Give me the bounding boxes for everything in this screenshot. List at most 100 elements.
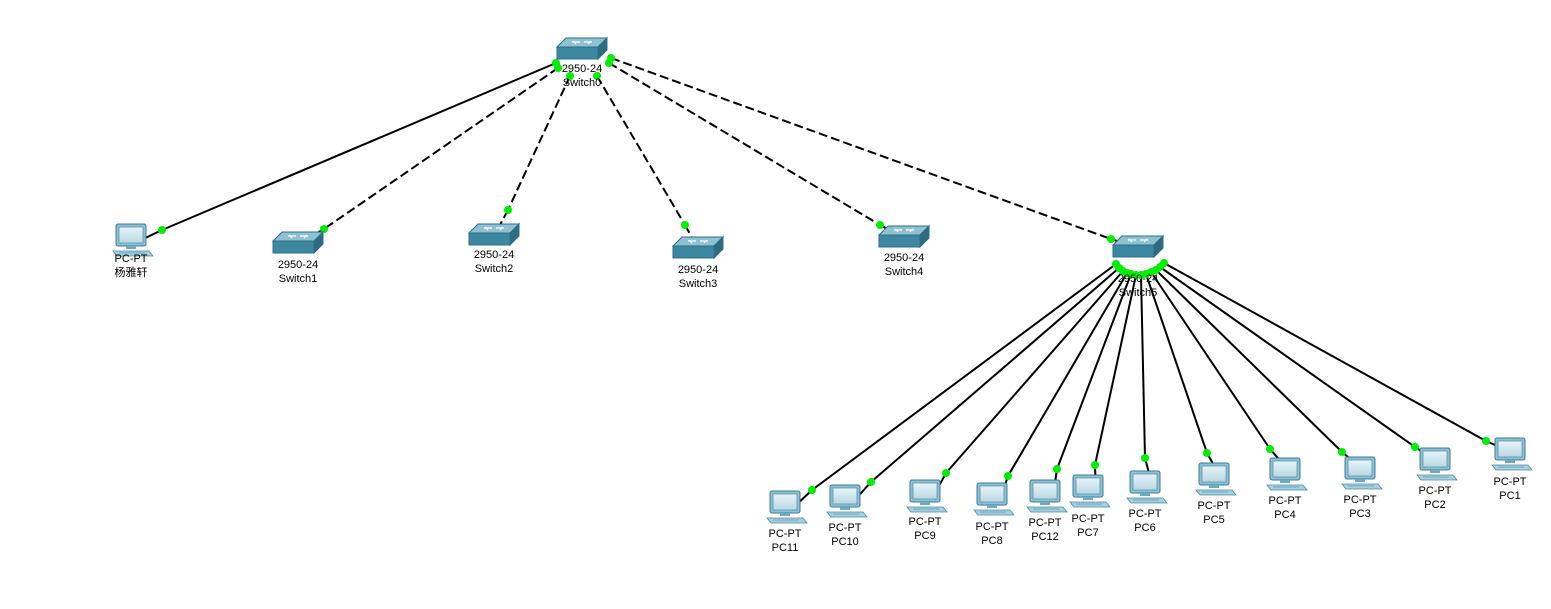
device-model-label: PC-PT [115, 253, 148, 265]
switch-icon [877, 224, 931, 249]
port-indicator-switch5-pc6-b [1141, 454, 1149, 462]
device-model-label: 2950-24 [678, 264, 718, 276]
device-model-label: 2950-24 [562, 63, 602, 75]
port-indicator-switch5-pc11-b [808, 486, 816, 494]
link-switch5-pc1[interactable] [1163, 262, 1487, 442]
device-name-label: PC10 [831, 536, 859, 548]
ports-layer [158, 54, 1490, 494]
device-model-label: 2950-24 [474, 249, 514, 261]
device-model-label: 2950-24 [884, 252, 924, 264]
link-switch5-pc8[interactable] [1007, 272, 1128, 477]
device-model-label: PC-PT [1029, 517, 1062, 529]
device-model-label: PC-PT [1198, 500, 1231, 512]
device-model-label: PC-PT [1072, 513, 1105, 525]
port-indicator-switch0-switch3-b [681, 221, 689, 229]
device-name-label: PC1 [1499, 490, 1520, 502]
device-name-label: PC9 [914, 530, 935, 542]
pc-icon [973, 482, 1015, 516]
port-indicator-switch0-pc-yang-b [158, 226, 166, 234]
port-indicator-switch0-switch5-a [607, 54, 615, 62]
device-name-label: PC6 [1134, 522, 1155, 534]
device-model-label: PC-PT [1344, 494, 1377, 506]
port-indicator-switch5-pc7-b [1091, 461, 1099, 469]
device-name-label: PC4 [1274, 509, 1295, 521]
device-name-label: Switch0 [563, 77, 602, 89]
link-switch0-switch1[interactable] [323, 67, 559, 230]
link-switch5-pc5[interactable] [1145, 273, 1208, 454]
device-model-label: 2950-24 [1118, 273, 1158, 285]
device-model-label: PC-PT [909, 516, 942, 528]
pc-icon [1126, 470, 1168, 504]
device-model-label: PC-PT [829, 522, 862, 534]
link-switch5-pc2[interactable] [1159, 266, 1416, 448]
pc-icon [1491, 437, 1533, 471]
link-switch0-switch4[interactable] [608, 62, 881, 226]
device-pc6[interactable]: PC-PT PC6 [1126, 470, 1168, 534]
device-name-label: PC11 [772, 542, 799, 554]
device-model-label: PC-PT [1129, 508, 1162, 520]
pc-icon [112, 223, 154, 257]
pc-icon [1416, 447, 1458, 481]
link-switch5-pc4[interactable] [1150, 271, 1271, 450]
pc-icon [1069, 474, 1111, 508]
switch-icon [555, 36, 609, 61]
link-switch5-pc10[interactable] [870, 267, 1120, 483]
devices-layer: PC-PT杨雅轩2950-24Switch02950-24Switch12950… [112, 36, 1533, 554]
port-indicator-switch5-pc1-b [1482, 437, 1490, 445]
link-switch5-pc11[interactable] [811, 263, 1117, 491]
link-switch5-pc9[interactable] [945, 270, 1124, 474]
device-name-label: Switch4 [885, 266, 924, 278]
device-pc9[interactable]: PC-PT PC9 [906, 479, 948, 542]
link-switch0-pc-yang[interactable] [161, 62, 557, 231]
port-indicator-switch0-switch2-a [566, 72, 574, 80]
device-pc2[interactable]: PC-PT PC2 [1416, 447, 1458, 511]
device-model-label: 2950-24 [278, 259, 318, 271]
link-switch5-pc6[interactable] [1140, 274, 1146, 459]
link-switch0-switch2[interactable] [507, 75, 571, 211]
link-switch5-pc3[interactable] [1155, 269, 1343, 453]
device-name-label: PC2 [1424, 499, 1445, 511]
pc-icon [1026, 479, 1068, 513]
port-indicator-switch5-pc2-b [1411, 443, 1419, 451]
port-indicator-switch0-switch5-b [1107, 235, 1115, 243]
port-indicator-switch5-pc8-b [1004, 472, 1012, 480]
link-switch0-switch3[interactable] [596, 75, 686, 226]
device-pc4[interactable]: PC-PT PC4 [1266, 457, 1308, 521]
pc-icon [826, 484, 868, 518]
device-name-label: PC8 [981, 535, 1002, 547]
device-name-label: Switch1 [279, 273, 318, 285]
device-pc12[interactable]: PC-PT PC12 [1026, 479, 1068, 543]
port-indicator-switch5-pc5-b [1203, 449, 1211, 457]
device-name-label: PC12 [1031, 531, 1059, 543]
device-pc10[interactable]: PC-PT PC10 [826, 484, 868, 548]
port-indicator-switch5-pc10-b [867, 478, 875, 486]
switch-icon [1111, 234, 1165, 259]
link-switch5-pc12[interactable] [1056, 273, 1132, 470]
switch-icon [467, 222, 521, 247]
device-model-label: PC-PT [1419, 485, 1452, 497]
pc-icon [1266, 457, 1308, 491]
port-indicator-switch0-switch2-b [504, 206, 512, 214]
pc-icon [1341, 456, 1383, 490]
link-switch0-switch5[interactable] [610, 57, 1112, 240]
device-model-label: PC-PT [1269, 495, 1302, 507]
port-indicator-switch5-pc9-b [942, 469, 950, 477]
link-switch5-pc7[interactable] [1094, 274, 1137, 466]
port-indicator-switch5-pc4-b [1266, 445, 1274, 453]
port-indicator-switch5-pc1-a [1160, 259, 1168, 267]
device-name-label: Switch5 [1119, 287, 1158, 299]
